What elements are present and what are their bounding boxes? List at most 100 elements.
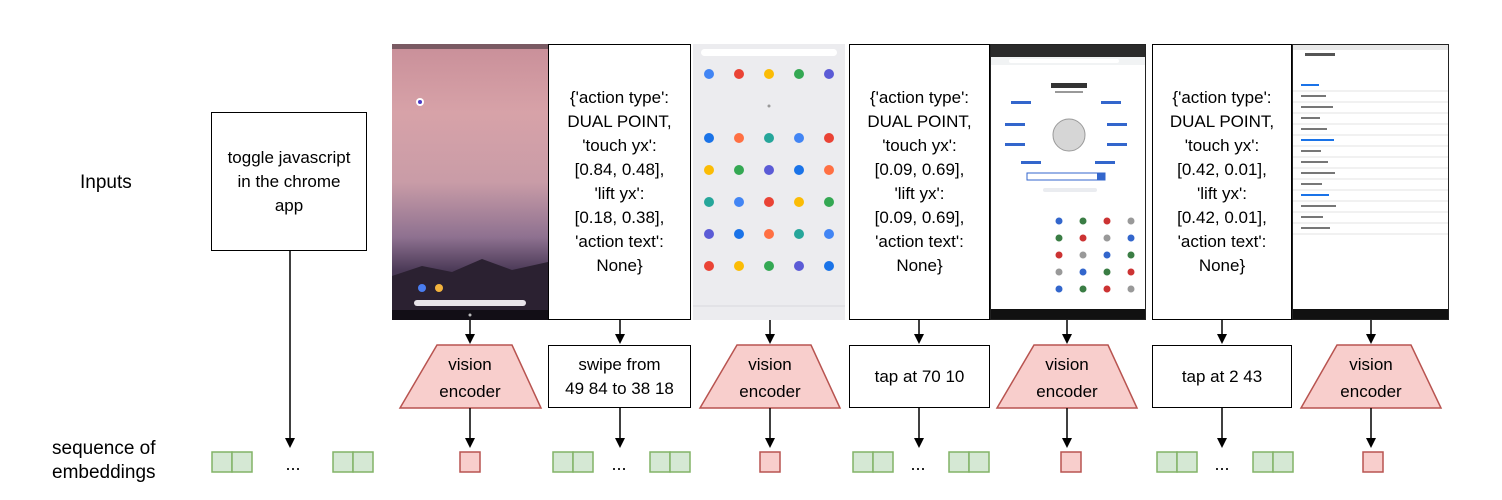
action-dict-box-3: {'action type': DUAL POINT, 'touch yx': … [1152, 44, 1292, 320]
screenshot-home [392, 44, 548, 320]
text-embedding-group-2-right [649, 451, 691, 473]
app-icon [704, 197, 714, 207]
vision-encoder-4: vision encoder [1299, 344, 1443, 409]
sister-project-icon [1127, 268, 1135, 276]
vision-encoder-2-line2: encoder [739, 382, 801, 401]
settings-row-text [1301, 117, 1320, 119]
language-link [1101, 101, 1121, 104]
sister-project-icon [1079, 217, 1087, 225]
settings-row-text [1301, 106, 1333, 108]
app-icon [767, 104, 771, 108]
vision-encoder-1-line2: encoder [439, 382, 501, 401]
vision-encoder-4-line1: vision [1349, 355, 1392, 374]
wikipedia-graphic [991, 45, 1145, 319]
app-icon [704, 261, 714, 271]
app-icon [764, 261, 774, 271]
sister-project-icon [1103, 217, 1111, 225]
image-embedding-2 [759, 451, 781, 473]
sister-project-icon [1103, 234, 1111, 242]
vision-encoder-1-line1: vision [448, 355, 491, 374]
vision-encoder-2-line1: vision [748, 355, 791, 374]
sister-project-icon [1103, 251, 1111, 259]
sister-project-icon [1103, 285, 1111, 293]
settings-row-text [1301, 150, 1321, 152]
app-icon [794, 165, 804, 175]
language-link [1095, 161, 1115, 164]
app-icon [794, 197, 804, 207]
language-link [1021, 161, 1041, 164]
language-link [1005, 143, 1025, 146]
text-embedding-group-4-right [1252, 451, 1294, 473]
ellipsis-1: ... [285, 454, 300, 474]
settings-row-text [1301, 84, 1319, 86]
screenshot-chrome-settings [1292, 44, 1449, 320]
image-embedding-3 [1060, 451, 1082, 473]
sister-project-icon [1055, 285, 1063, 293]
language-link [1011, 101, 1031, 104]
app-icon [824, 229, 834, 239]
app-icon [764, 165, 774, 175]
app-icon [704, 133, 714, 143]
settings-graphic [1293, 45, 1448, 319]
text-embedding-group-3-right [948, 451, 990, 473]
settings-row-text [1301, 216, 1323, 218]
app-icon [824, 197, 834, 207]
image-embedding-1 [459, 451, 481, 473]
app-icon [824, 133, 834, 143]
vision-encoder-3-line2: encoder [1036, 382, 1098, 401]
app-icon [734, 165, 744, 175]
app-icon [764, 69, 774, 79]
sister-project-icon [1079, 268, 1087, 276]
app-icon [794, 133, 804, 143]
text-embedding-group-3-left [852, 451, 894, 473]
action-text-box-1: swipe from 49 84 to 38 18 [548, 345, 691, 408]
app-icon [704, 165, 714, 175]
app-icon [824, 165, 834, 175]
sequence-label-line1: sequence of [52, 438, 156, 459]
action-dict-box-2: {'action type': DUAL POINT, 'touch yx': … [849, 44, 990, 320]
sister-project-icon [1055, 251, 1063, 259]
language-link [1005, 123, 1025, 126]
app-icon [824, 69, 834, 79]
settings-row-text [1301, 183, 1322, 185]
sister-project-icon [1127, 251, 1135, 259]
settings-row-text [1301, 161, 1328, 163]
instruction-box: toggle javascript in the chrome app [211, 112, 367, 251]
settings-row-text [1301, 227, 1330, 229]
ellipsis-2: ... [611, 454, 626, 474]
sister-project-icon [1079, 234, 1087, 242]
app-icon [764, 229, 774, 239]
settings-row-text [1301, 205, 1336, 207]
sister-project-icon [1079, 285, 1087, 293]
vision-encoder-3-line1: vision [1045, 355, 1088, 374]
text-embedding-group-2-left [552, 451, 594, 473]
language-link [1107, 143, 1127, 146]
ellipsis-3: ... [910, 454, 925, 474]
screenshot-wikipedia [990, 44, 1146, 320]
text-embedding-group-1-left [211, 451, 253, 473]
app-icon [734, 261, 744, 271]
action-dict-box-1: {'action type': DUAL POINT, 'touch yx': … [548, 44, 691, 320]
ellipsis-4: ... [1214, 454, 1229, 474]
sister-project-icon [1127, 234, 1135, 242]
text-embedding-group-4-left [1156, 451, 1198, 473]
settings-row-text [1301, 139, 1334, 141]
app-icon [794, 229, 804, 239]
settings-row-text [1301, 95, 1326, 97]
sister-project-icon [1055, 234, 1063, 242]
settings-row-text [1301, 128, 1327, 130]
vision-encoder-3: vision encoder [995, 344, 1139, 409]
app-icon [704, 229, 714, 239]
sister-project-icon [1055, 268, 1063, 276]
app-icon [704, 69, 714, 79]
language-link [1107, 123, 1127, 126]
inputs-label: Inputs [80, 172, 132, 193]
vision-encoder-1: vision encoder [398, 344, 543, 409]
settings-row-text [1301, 194, 1329, 196]
app-icon [824, 261, 834, 271]
app-icon [734, 133, 744, 143]
sister-project-icon [1055, 217, 1063, 225]
screenshot-app-drawer [693, 44, 845, 320]
action-text-box-3: tap at 2 43 [1152, 345, 1292, 408]
